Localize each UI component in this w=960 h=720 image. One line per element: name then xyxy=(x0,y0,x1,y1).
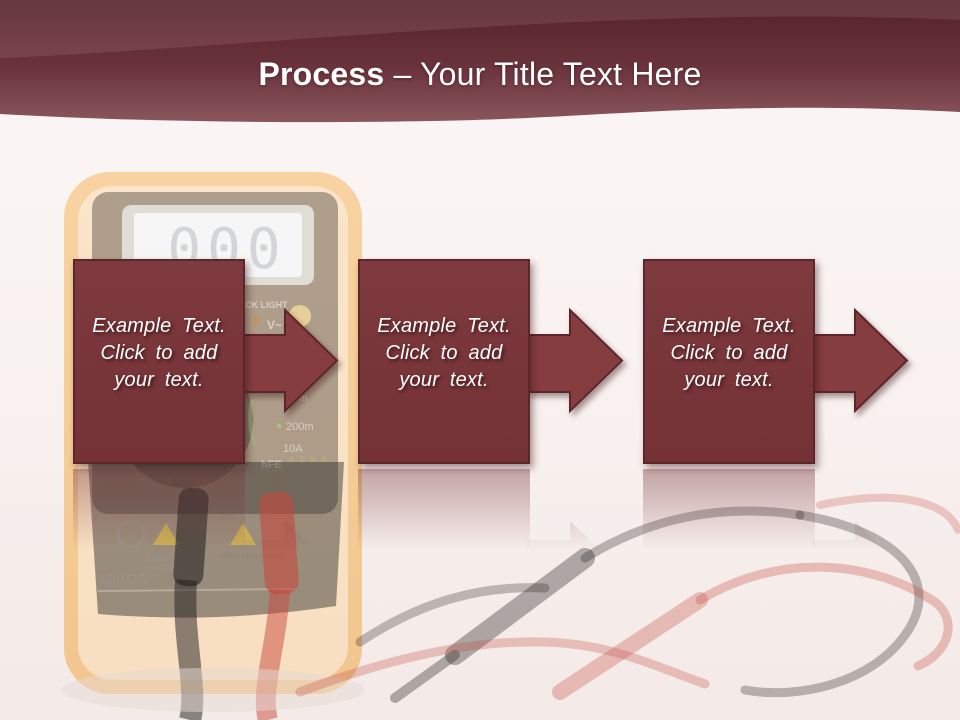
process-arrow-2[interactable] xyxy=(526,307,624,414)
test-leads xyxy=(295,493,960,703)
meter-label-10amax: 10A MAX xyxy=(147,554,182,563)
title-rest: Your Title Text Here xyxy=(420,56,702,92)
arrow-1-reflection xyxy=(242,521,337,622)
process-arrow-3[interactable] xyxy=(811,307,909,414)
step-text-line: your text. xyxy=(399,369,489,391)
slide-title[interactable]: Process – Your Title Text Here xyxy=(0,56,960,92)
arrow-3-reflection xyxy=(812,521,907,622)
step-3-reflection xyxy=(643,469,815,549)
meter-label-unfused: UNFUSED xyxy=(147,564,186,573)
process-arrows xyxy=(241,307,909,414)
header-highlight xyxy=(0,0,960,58)
step-text-line: Example Text. xyxy=(92,315,226,337)
step-text-line: Click to add xyxy=(670,342,788,364)
meter-label-m: m xyxy=(299,393,307,404)
process-step-3[interactable]: Example Text. Click to add your text. xyxy=(643,259,815,464)
meter-label-pnp: PNP xyxy=(267,483,282,490)
step-text-line: your text. xyxy=(684,369,774,391)
black-probe-tip xyxy=(390,650,460,703)
arrow-2-reflection xyxy=(527,521,622,622)
header-wave xyxy=(0,0,960,123)
step-1-reflection xyxy=(73,469,245,549)
meter-label-10adc: 10ADC xyxy=(99,571,148,588)
black-lead-wire-2 xyxy=(355,583,550,647)
red-lead-wire-3 xyxy=(816,493,960,534)
black-lead-loop xyxy=(740,510,924,698)
process-step-1[interactable]: Example Text. Click to add your text. xyxy=(73,259,245,464)
header-band xyxy=(0,0,960,123)
step-text-line: Click to add xyxy=(100,342,218,364)
title-bold: Process xyxy=(258,56,385,92)
floor-shadow xyxy=(61,668,365,712)
step-text-line: your text. xyxy=(114,369,204,391)
dial-dot-icon xyxy=(276,423,282,429)
reflections xyxy=(73,469,907,622)
process-step-2[interactable]: Example Text. Click to add your text. xyxy=(358,259,530,464)
meter-label-cat: CAT II 600V xyxy=(222,512,270,522)
meter-label-vac: V~ xyxy=(267,318,282,332)
meter-label-10a: 10A xyxy=(283,443,303,455)
red-lead-wire xyxy=(695,562,953,671)
meter-label-ecbe: E C B E xyxy=(289,457,328,464)
title-separator: – xyxy=(393,56,412,92)
process-arrow-1[interactable] xyxy=(241,307,339,414)
meter-label-hfe: hFE xyxy=(261,459,282,471)
step-text-line: Click to add xyxy=(385,342,503,364)
meter-label-backlight: CK LIGHT xyxy=(245,300,288,310)
red-probe xyxy=(552,592,708,700)
step-text-line: Example Text. xyxy=(377,315,511,337)
lightning-icon xyxy=(252,312,261,331)
step-text-line: Example Text. xyxy=(662,315,796,337)
dial-arc xyxy=(248,399,257,447)
meter-label-200m: 200m xyxy=(286,421,314,433)
red-lead-wire-2 xyxy=(295,637,710,697)
step-2-reflection xyxy=(358,469,530,549)
meter-label-npn: NPN xyxy=(267,473,282,480)
